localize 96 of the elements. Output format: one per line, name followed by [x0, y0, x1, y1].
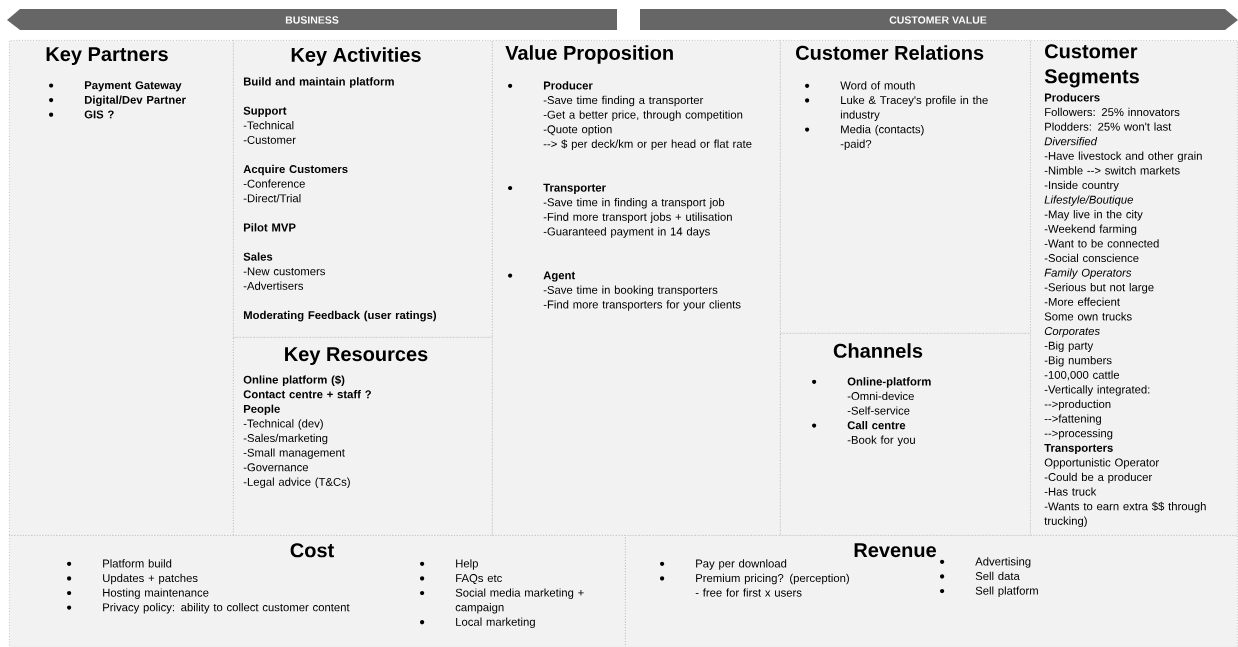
- group-label: Diversified: [1044, 137, 1098, 146]
- list-item: -Find more transport jobs + utilisation: [543, 212, 732, 224]
- item-heading: Call centre: [847, 421, 906, 430]
- item-heading: Build and maintain platform: [243, 77, 394, 88]
- item-heading: Producer: [543, 81, 593, 90]
- list-item: -Big numbers: [1044, 356, 1112, 367]
- item-heading: Digital/Dev Partner: [84, 95, 186, 107]
- list-item: -Social conscience: [1044, 253, 1139, 263]
- list-item: Luke & Tracey's profile in the industry: [840, 95, 988, 121]
- heading: Key Activities: [291, 47, 421, 66]
- item-heading: Acquire Customers: [243, 164, 348, 176]
- list-item: -Nimble --> switch markets: [1044, 166, 1180, 175]
- list-item: -May live in the city: [1044, 210, 1143, 221]
- list-item: -Guaranteed payment in 14 days: [543, 227, 710, 238]
- list-item: -Direct/Trial: [243, 194, 301, 203]
- item-heading: Online platform ($): [243, 375, 345, 386]
- heading: Revenue: [854, 543, 936, 558]
- list-item: -Advertisers: [243, 281, 304, 290]
- heading: Customer Relations: [796, 45, 984, 60]
- list-item: -Could be a producer: [1044, 472, 1152, 484]
- heading: Channels: [833, 343, 923, 358]
- list-item: Some own trucks: [1044, 312, 1132, 321]
- item-heading: Agent: [543, 271, 576, 282]
- list-item: -Has truck: [1044, 487, 1097, 496]
- item-heading: Moderating Feedback (user ratings): [243, 310, 436, 322]
- list-item: --> $ per deck/km or per head or flat rate: [543, 139, 752, 151]
- item-heading: GIS ?: [84, 110, 114, 119]
- item-heading: Transporter: [543, 183, 606, 194]
- list-item: -Quote option: [543, 125, 612, 136]
- list-item: -Big party: [1044, 341, 1094, 352]
- list-item: -Conference: [243, 179, 305, 188]
- item-heading: Online-platform: [847, 377, 931, 388]
- list-item: -paid?: [840, 139, 872, 151]
- list-item: -->processing: [1044, 429, 1113, 440]
- list-item: Local marketing: [456, 617, 535, 629]
- list-item: -Wants to earn extra $$ through trucking): [1044, 501, 1206, 528]
- item-heading: Transporters: [1044, 444, 1113, 455]
- list-item: Hosting maintenance: [103, 588, 209, 599]
- list-item: -Omni-device: [847, 391, 914, 401]
- item-heading: Sales: [243, 252, 273, 261]
- list-item: Opportunistic Operator: [1044, 458, 1159, 469]
- heading: Value Proposition: [505, 45, 673, 64]
- list-item: -Save time in finding a transport job: [543, 198, 725, 209]
- list-item: -New customers: [243, 267, 326, 276]
- list-item: -Legal advice (T&Cs): [243, 477, 350, 489]
- list-item: -Governance: [243, 463, 308, 472]
- heading: Cost: [290, 543, 334, 558]
- list-item: -Self-service: [847, 406, 910, 415]
- list-item: -Sales/marketing: [243, 433, 328, 445]
- list-item: Updates + patches: [103, 573, 198, 585]
- heading: Key Partners: [46, 47, 168, 66]
- heading: Customer Segments: [1044, 44, 1139, 88]
- item-heading: Producers: [1044, 93, 1100, 102]
- list-item: Sell platform: [975, 586, 1038, 597]
- list-item: -Find more transporters for your clients: [543, 300, 741, 311]
- list-item: -Weekend farming: [1044, 224, 1137, 236]
- list-item: -Small management: [243, 448, 345, 459]
- list-item: Plodders: 25% won't last: [1045, 122, 1172, 131]
- list-item: -Want to be connected: [1044, 239, 1159, 248]
- list-item: -Save time in booking transporters: [543, 285, 718, 297]
- list-item: -Have livestock and other grain: [1044, 151, 1202, 163]
- list-item: Privacy policy: ability to collect customer content: [103, 603, 350, 614]
- item-heading: Support: [243, 106, 287, 117]
- item-heading: Contact centre + staff ?: [243, 390, 371, 399]
- list-item: Social media marketing + campaign: [455, 588, 584, 614]
- list-item: Pay per download: [696, 559, 787, 570]
- list-item: -More effecient: [1044, 297, 1120, 306]
- group-label: Lifestyle/Boutique: [1044, 195, 1133, 206]
- item-heading: People: [243, 404, 280, 416]
- list-item: -Technical: [243, 121, 294, 130]
- list-item: Premium pricing? (perception): [696, 573, 849, 585]
- list-item: -100,000 cattle: [1044, 370, 1120, 381]
- list-item: -Serious but not large: [1044, 283, 1154, 294]
- heading: Key Resources: [285, 347, 428, 366]
- list-item: Media (contacts): [841, 125, 924, 136]
- group-label: Corporates: [1044, 327, 1100, 338]
- list-item: -->production: [1044, 399, 1111, 411]
- list-item: -Get a better price, through competition: [543, 110, 743, 121]
- list-item: -->fattening: [1044, 414, 1101, 425]
- list-item: Sell data: [975, 571, 1020, 581]
- list-item: Followers: 25% innovators: [1045, 107, 1180, 117]
- list-item: -Customer: [243, 135, 296, 144]
- item-heading: Payment Gateway: [84, 81, 182, 92]
- list-item: - free for first x users: [695, 588, 802, 597]
- list-item: -Inside country: [1044, 180, 1119, 192]
- list-item: -Vertically integrated:: [1044, 385, 1150, 396]
- list-item: -Technical (dev): [243, 419, 323, 430]
- list-item: FAQs etc: [456, 574, 502, 585]
- group-label: Family Operators: [1044, 268, 1132, 279]
- list-item: -Book for you: [847, 435, 915, 447]
- list-item: Help: [456, 559, 478, 570]
- list-item: -Save time finding a transporter: [543, 95, 704, 107]
- list-item: Advertising: [975, 557, 1031, 568]
- item-heading: Pilot MVP: [243, 223, 296, 232]
- list-item: Word of mouth: [840, 81, 915, 90]
- list-item: Platform build: [103, 559, 172, 568]
